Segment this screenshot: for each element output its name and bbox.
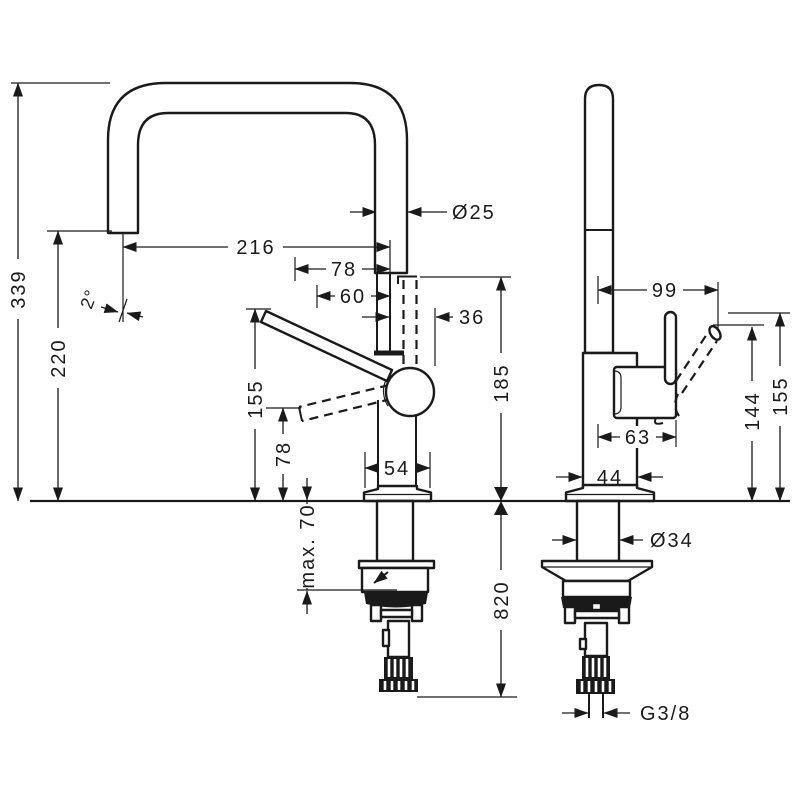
dim-reach-60: 60 (340, 286, 366, 308)
side-view (540, 83, 722, 718)
dim-spout-reach: 216 (236, 237, 275, 259)
side-undercounter-hardware (540, 499, 654, 718)
dim-hose-length: 820 (491, 580, 513, 619)
front-joint-shadow-arc (382, 379, 389, 407)
dim-connection-thread: G3/8 (640, 703, 691, 725)
dim-spout-height: 220 (48, 338, 70, 377)
dim-offset-36: 36 (459, 307, 485, 329)
dim-handle-length: 63 (625, 427, 651, 449)
dim-shank-diameter: Ø34 (650, 530, 694, 552)
side-handle-open-position (674, 325, 722, 417)
dim-handle-down-height: 78 (273, 441, 295, 467)
front-spout-tube (106, 81, 409, 275)
dim-reach-78: 78 (331, 259, 357, 281)
dim-total-height: 339 (8, 269, 30, 308)
front-undercounter-hardware (357, 499, 436, 692)
dim-body-depth: 44 (597, 467, 623, 489)
dim-handle-tip-height: 144 (742, 391, 764, 430)
front-handle-down-position (298, 383, 392, 423)
front-spout-hidden-section (397, 275, 418, 366)
dim-spout-diameter: Ø25 (452, 202, 496, 224)
front-view (106, 81, 436, 692)
front-base (362, 484, 433, 503)
side-handle-box (612, 365, 678, 425)
dim-body-height: 185 (491, 363, 513, 402)
front-dimensions: 339 220 2° 216 78 60 36 Ø25 (7, 82, 517, 698)
dim-handle-up-height: 155 (245, 379, 267, 418)
dim-max-counter-thickness: max. 70 (297, 503, 319, 588)
dim-handle-top-height: 155 (770, 376, 792, 415)
dim-spout-angle: 2° (76, 287, 101, 312)
side-dimensions: 99 63 44 144 155 Ø34 G3/8 (552, 276, 792, 725)
dim-spout-angle-group: 2° (76, 287, 144, 323)
front-handle-lever (259, 309, 394, 383)
dim-handle-reach: 99 (652, 280, 678, 302)
dim-base-width: 54 (384, 458, 410, 480)
side-handle-lever (663, 310, 678, 386)
front-swivel-joint (384, 366, 436, 418)
side-spout-tube (583, 83, 615, 355)
